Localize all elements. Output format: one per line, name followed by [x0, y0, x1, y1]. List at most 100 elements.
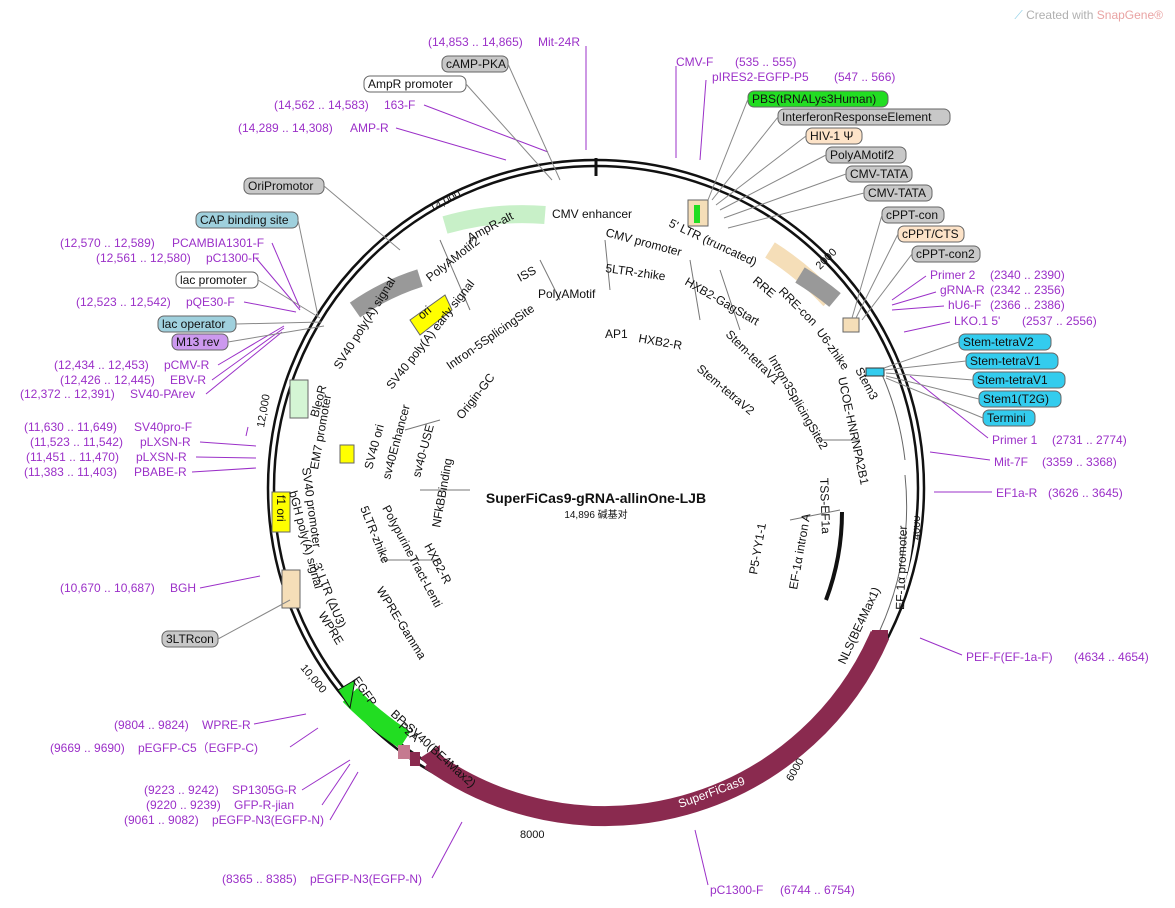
- label-camp-pka: cAMP-PKA: [446, 57, 506, 71]
- label-3ltrcon: 3LTRcon: [166, 632, 214, 646]
- primer-grna-r-name: gRNA-R: [940, 283, 985, 297]
- primer-sv40parev-range: (12,372 .. 12,391): [20, 387, 115, 401]
- tick-8000: 8000: [520, 829, 544, 841]
- watermark-prefix: Created with: [1026, 8, 1097, 22]
- primer-pc1300-right-name: pC1300-F: [710, 883, 763, 897]
- primer-ef1a-r-range: (3626 .. 3645): [1048, 486, 1123, 500]
- primer-pcmv-r-range: (12,434 .. 12,453): [54, 358, 149, 372]
- primer-pef-f-name: PEF-F(EF-1a-F): [966, 650, 1053, 664]
- primer-sp1305g-name: SP1305G-R: [232, 783, 297, 797]
- primer-sv40parev-name: SV40-PArev: [130, 387, 195, 401]
- label-hiv1-psi: HIV-1 Ψ: [810, 129, 853, 143]
- primer-plxsn-r1-range: (11,523 .. 11,542): [30, 435, 123, 449]
- feature-rre: RRE: [750, 274, 778, 301]
- feature-hxb2-r-top: HXB2-R: [637, 331, 683, 352]
- 3ltr-box: [281, 569, 301, 609]
- feature-intron3: Intron3SplicingSite2: [765, 353, 831, 453]
- primer-ebv-r-name: EBV-R: [170, 373, 206, 387]
- feature-polyamotif: PolyAMotif: [538, 287, 596, 301]
- sv40-ori-box: [339, 444, 355, 464]
- primer-grna-r-range: (2342 .. 2356): [990, 283, 1065, 297]
- primer-pef-f-range: (4634 .. 4654): [1074, 650, 1149, 664]
- primer-ampr-name: AMP-R: [350, 121, 389, 135]
- feature-intron5: Intron-5SplicingSite: [444, 301, 538, 372]
- superficas9-arrowhead: [420, 745, 440, 775]
- label-cppt-cts: cPPT/CTS: [902, 227, 959, 241]
- primer-pbabe-name: PBABE-R: [134, 465, 187, 479]
- label-oripromotor: OriPromotor: [248, 179, 313, 193]
- primer-pires2-name: pIRES2-EGFP-P5: [712, 70, 809, 84]
- primer-cmv-f-range: (535 .. 555): [735, 55, 796, 69]
- primer-pc1300-left-name: pC1300-F: [206, 251, 259, 265]
- feature-p5-yy1: P5-YY1-1: [746, 522, 769, 576]
- right-primers: CMV-F (535 .. 555) pIRES2-EGFP-P5 (547 .…: [675, 55, 1149, 897]
- feature-5ltr-zhike: 5LTR-zhike: [605, 261, 667, 283]
- primer-mit24r-name: Mit-24R: [538, 35, 580, 49]
- label-cmv-tata-1: CMV-TATA: [850, 167, 908, 181]
- watermark-icon: ⟋: [1014, 8, 1023, 22]
- boxed-labels: PBS(tRNALys3Human) InterferonResponseEle…: [157, 55, 1066, 648]
- primer-pc1300-left-range: (12,561 .. 12,580): [96, 251, 191, 265]
- primer-ef1a-r-name: EF1a-R: [996, 486, 1038, 500]
- primer-pires2-range: (547 .. 566): [834, 70, 895, 84]
- label-stem-tetrav2: Stem-tetraV2: [963, 335, 1034, 349]
- primer-lko-range: (2537 .. 2556): [1022, 314, 1097, 328]
- feature-f1-ori: f1 ori: [274, 495, 288, 522]
- label-pbs: PBS(tRNALys3Human): [752, 92, 876, 106]
- feature-cmv-enhancer: CMV enhancer: [552, 207, 632, 221]
- primer-pegfp-c5-name: pEGFP-C5（EGFP-C): [138, 741, 258, 755]
- plasmid-name: SuperFiCas9-gRNA-allinOne-LJB: [486, 490, 706, 506]
- primer-ampr-range: (14,289 .. 14,308): [238, 121, 333, 135]
- bleor-box: [289, 379, 309, 419]
- primer-sv40pro-range: (11,630 .. 11,649): [24, 420, 117, 434]
- tick-2000: 2000: [814, 246, 840, 272]
- plasmid-size: 14,896 碱基对: [564, 508, 627, 521]
- primer-pcambia-range: (12,570 .. 12,589): [60, 236, 155, 250]
- primer-cmv-f-name: CMV-F: [676, 55, 713, 69]
- snapgene-watermark: ⟋ Created with SnapGene®: [1014, 8, 1163, 23]
- primer-gfp-r-jian-range: (9220 .. 9239): [146, 798, 221, 812]
- feature-tss-ef1a: TSS-EF1a: [817, 478, 833, 535]
- feature-ef1a-promoter: EF-1α promoter: [893, 525, 910, 610]
- label-cmv-tata-2: CMV-TATA: [868, 186, 926, 200]
- primer-2-range: (2340 .. 2390): [990, 268, 1065, 282]
- label-cppt-con2: cPPT-con2: [916, 247, 975, 261]
- primer-plxsn-r2-name: pLXSN-R: [136, 450, 187, 464]
- feature-origin-gc: Origin-GC: [453, 370, 497, 421]
- watermark-brand: SnapGene®: [1096, 8, 1163, 22]
- primer-sp1305g-range: (9223 .. 9242): [144, 783, 219, 797]
- feature-sv40-polya: SV40 poly(A) signal: [331, 275, 399, 372]
- primer-wpre-r-name: WPRE-R: [202, 718, 251, 732]
- label-interferon: InterferonResponseElement: [782, 110, 932, 124]
- primer-plxsn-r1-name: pLXSN-R: [140, 435, 191, 449]
- feature-stem-tetrav2: Stem-tetraV2: [694, 362, 757, 418]
- cppt-box: [842, 317, 860, 333]
- label-lac-promoter: lac promoter: [180, 273, 247, 287]
- label-polyamotif2: PolyAMotif2: [830, 148, 894, 162]
- feature-nfkb: NFkBBinding: [429, 457, 455, 528]
- feature-ap1: AP1: [605, 327, 628, 341]
- tick-14000: 14,000: [428, 188, 463, 214]
- primer-1-name: Primer 1: [992, 433, 1038, 447]
- primer-sv40pro-name: SV40pro-F: [134, 420, 192, 434]
- egfp-arrowhead: [337, 679, 356, 710]
- ef1a-intron-arc: [824, 511, 844, 601]
- inner-leader-lines: [380, 239, 860, 561]
- label-stem1-t2g: Stem1(T2G): [983, 392, 1049, 406]
- primer-gfp-r-jian-name: GFP-R-jian: [234, 798, 294, 812]
- label-ampr-promoter: AmpR promoter: [368, 77, 453, 91]
- primer-pegfp-n3-a-name: pEGFP-N3(EGFP-N): [212, 813, 324, 827]
- primer-pegfp-c5-range: (9669 .. 9690): [50, 741, 125, 755]
- primer-2-name: Primer 2: [930, 268, 976, 282]
- primer-mit7f-range: (3359 .. 3368): [1042, 455, 1117, 469]
- primer-pqe30-name: pQE30-F: [186, 295, 235, 309]
- primer-pcmv-r-name: pCMV-R: [164, 358, 210, 372]
- primer-pqe30-range: (12,523 .. 12,542): [76, 295, 171, 309]
- feature-iss: ISS: [515, 263, 539, 284]
- pbs-box: [694, 205, 700, 223]
- primer-hu6-f-name: hU6-F: [948, 298, 981, 312]
- ori-arrow: [409, 294, 453, 336]
- stem-box: [865, 367, 885, 377]
- primer-wpre-r-range: (9804 .. 9824): [114, 718, 189, 732]
